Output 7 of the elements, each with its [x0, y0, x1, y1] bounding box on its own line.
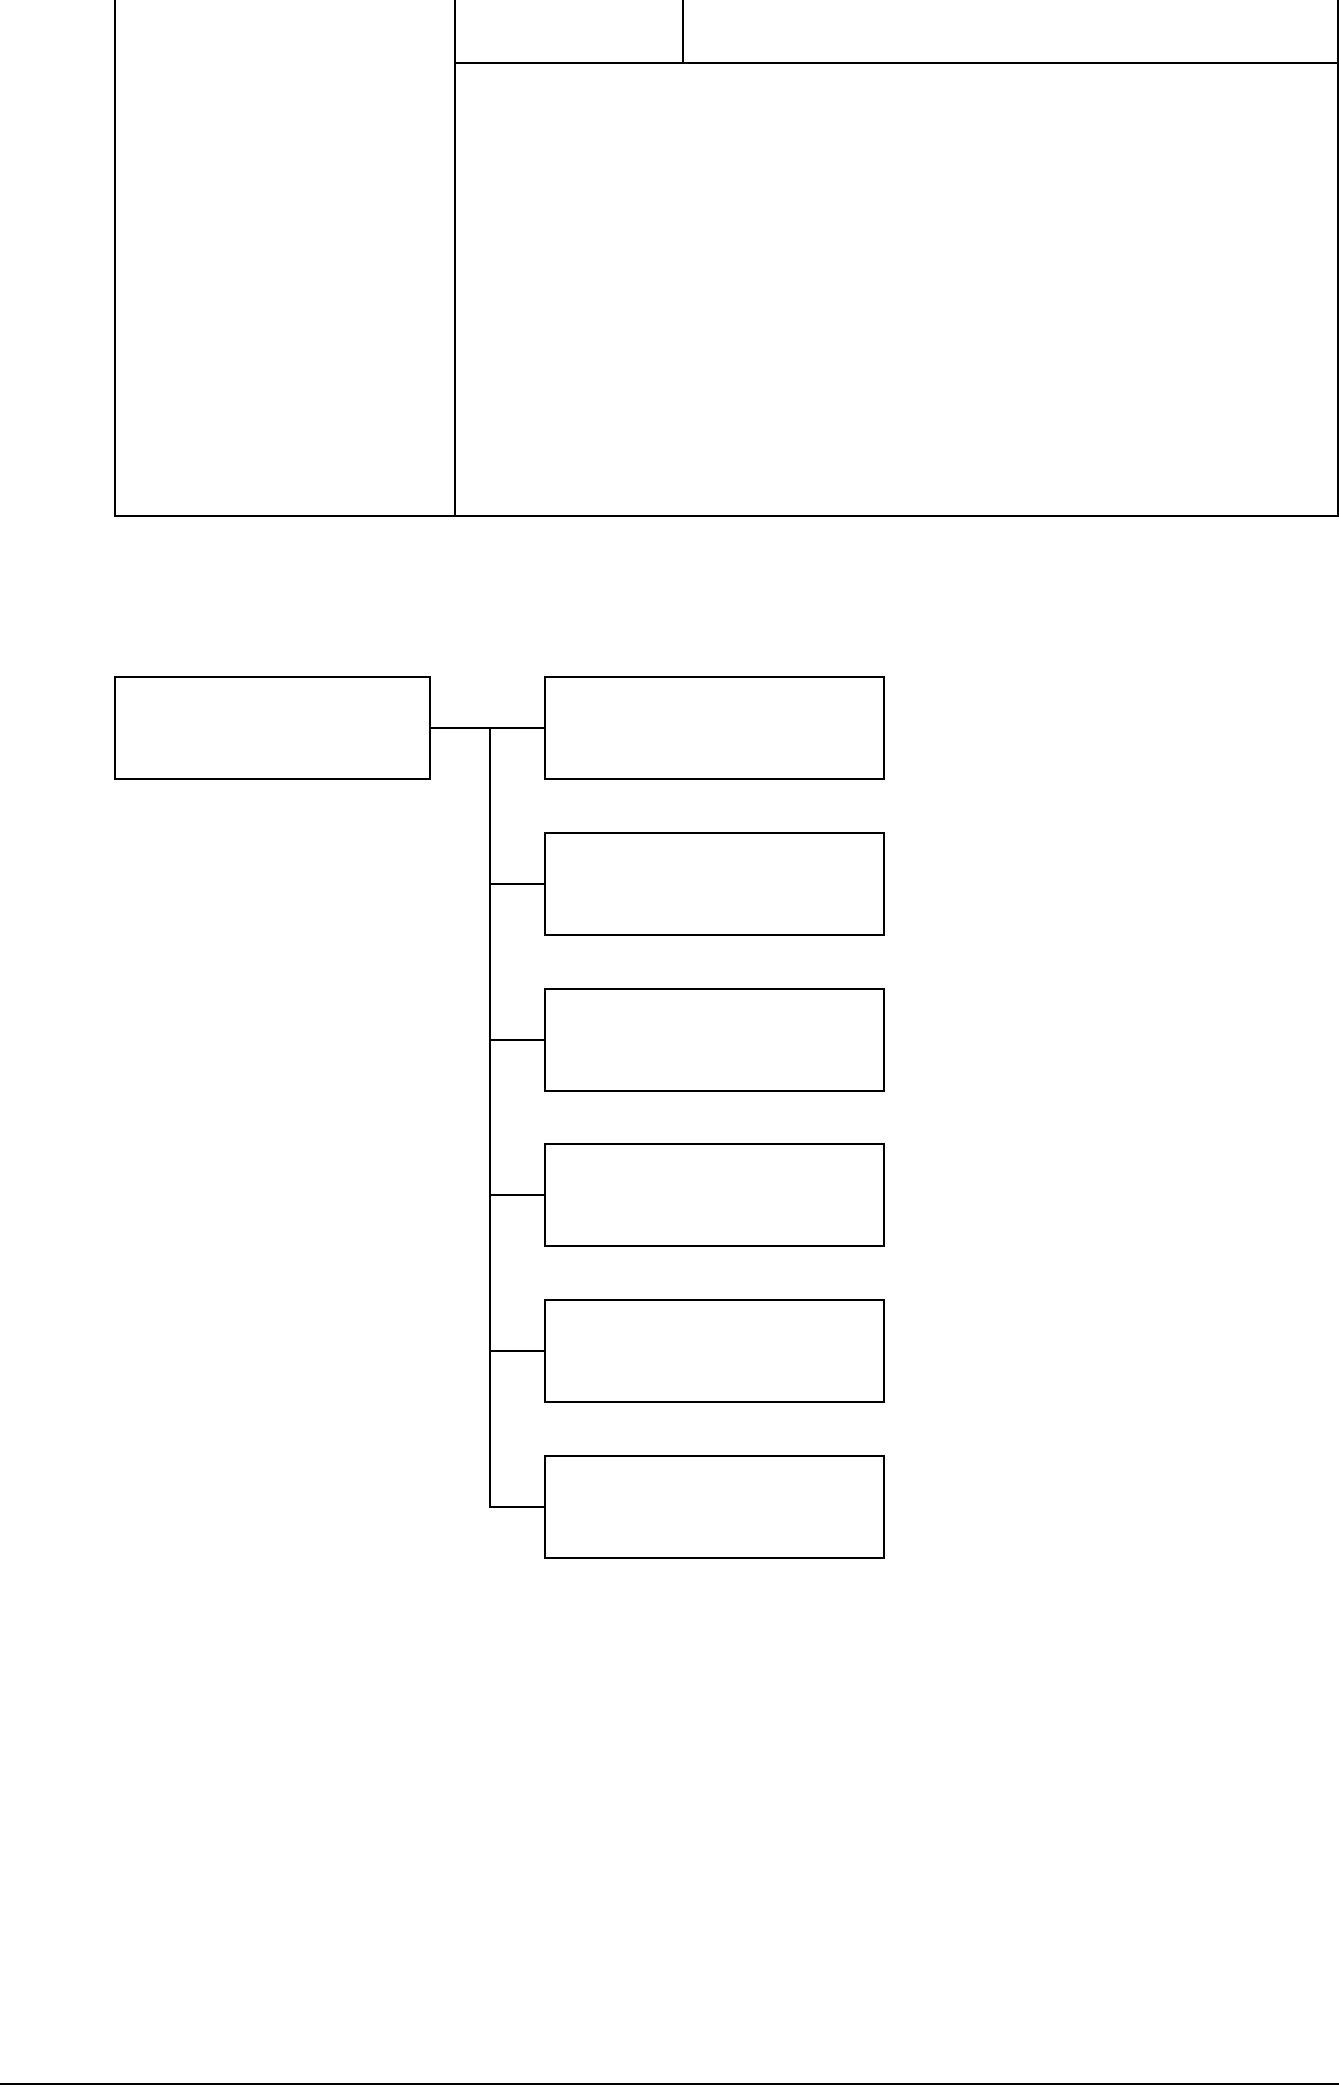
empty-box [544, 1455, 885, 1559]
empty-box [544, 988, 885, 1092]
empty-box [544, 832, 885, 936]
empty-box [114, 676, 431, 780]
empty-box [544, 676, 885, 780]
empty-box [544, 1143, 885, 1247]
empty-box [544, 1299, 885, 1403]
